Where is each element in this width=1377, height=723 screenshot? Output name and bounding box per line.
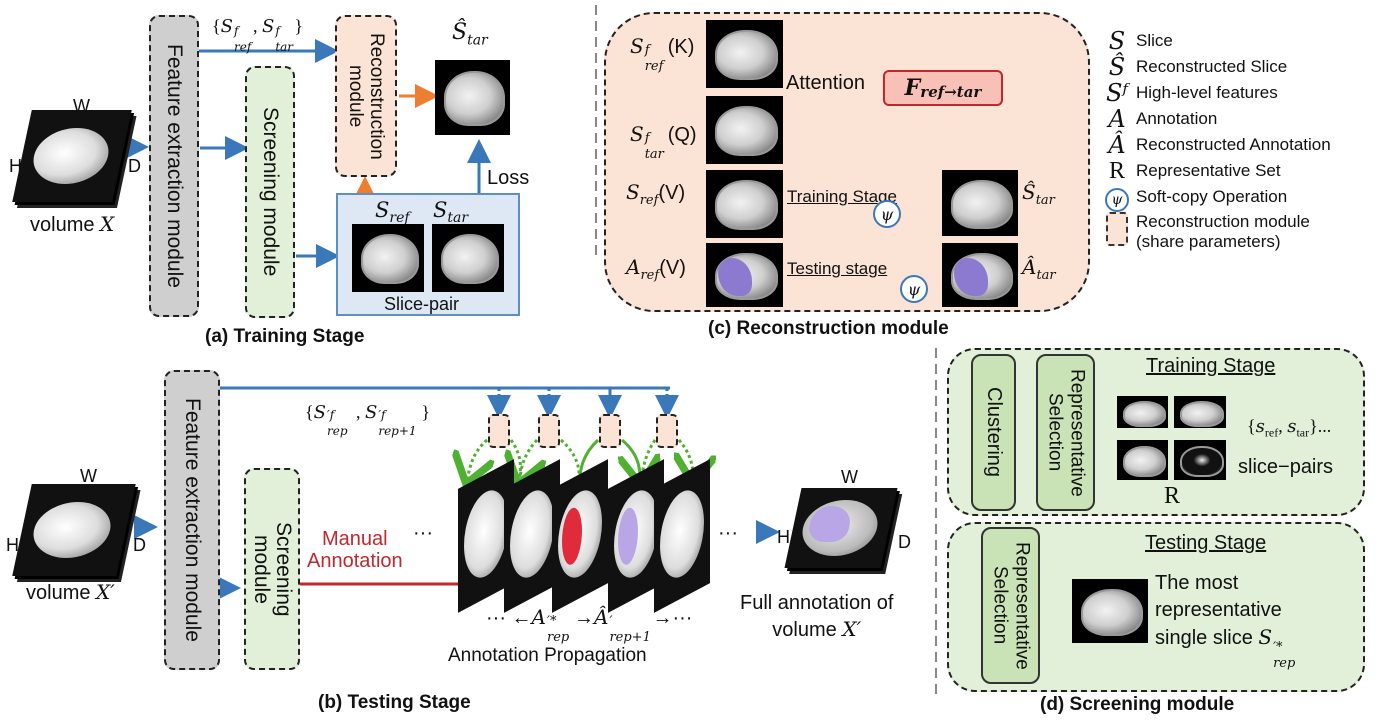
flow-field-sub: ref→tar [920, 83, 982, 101]
ct-image-a-hat-out [942, 243, 1018, 307]
ellipsis-right: ··· [718, 522, 738, 544]
caption-c: (c) Reconstruction module [708, 318, 949, 339]
mini-reconstruction-module-4[interactable] [656, 414, 678, 448]
ellipsis-left: ··· [413, 522, 433, 544]
ct-image-s-tar-a [432, 224, 504, 292]
ct-slice-image [28, 128, 114, 184]
ct-image-key [706, 20, 783, 88]
r-slice-4 [1174, 440, 1226, 480]
attention-label: Attention [786, 72, 865, 94]
ct-image-s-hat-out [942, 170, 1018, 236]
prop-arc-4a [640, 439, 657, 481]
r-slice-3 [1117, 440, 1168, 480]
ct-image-annotation-ref [706, 243, 783, 307]
caption-d: (d) Screening module [1040, 694, 1235, 715]
reconstruction-module-a[interactable]: Reconstruction module [335, 15, 397, 177]
volume-x-label: volume X [30, 212, 114, 237]
caption-a: (a) Training Stage [205, 326, 365, 347]
ct-volume-a [12, 110, 132, 202]
mini-reconstruction-module-3[interactable] [599, 414, 621, 448]
liver-annotation-purple-out [954, 258, 988, 296]
ct-volume-annotated [784, 488, 898, 568]
value-label: Sref(V) [626, 180, 686, 208]
r-slice-1 [1117, 396, 1168, 428]
caption-b: (b) Testing Stage [318, 692, 471, 713]
loss-label: Loss [487, 167, 530, 189]
feature-extraction-module-b[interactable]: Feature extraction module [164, 370, 220, 670]
ct-slice-image [28, 502, 116, 558]
screening-training-panel [947, 348, 1365, 516]
ct-image-s-ref-a [352, 224, 424, 292]
screening-label: Screening module [259, 107, 282, 277]
ct-image-s-hat-tar [435, 60, 510, 135]
reconstruction-module-icon [1106, 211, 1128, 246]
a-hat-tar-out-label: Âtar [1022, 255, 1056, 283]
panel-a: W H D volume X Feature extraction module… [0, 0, 590, 347]
most-representative-label: The most representative single slice S′*… [1155, 572, 1296, 671]
prop-arc-2b [559, 438, 581, 481]
output-width-label: W [841, 467, 858, 487]
ct-image-query [706, 96, 783, 164]
most-representative-slice-image [1072, 579, 1148, 643]
volume-depth-label-b: D [133, 535, 146, 555]
training-stage-label-d: Training Stage [1146, 355, 1276, 377]
pair-formula: {sref, star}... [1247, 416, 1332, 440]
flow-field-label: F [904, 75, 921, 101]
screening-module-b[interactable]: Screening module [244, 468, 300, 670]
volume-label: volume [30, 214, 95, 236]
soft-copy-op-train[interactable]: ψ [873, 200, 901, 228]
ct-volume-b [12, 484, 136, 576]
s-hat-tar-label: Ŝtar [452, 20, 488, 49]
s-tar-label-a: Star [433, 198, 469, 227]
representative-set-label: R [1164, 483, 1181, 509]
legend-item-reconstruction-module: Reconstruction module(share parameters) [1098, 210, 1377, 254]
volume-var: X [100, 212, 115, 236]
ct-image-value [706, 170, 783, 238]
annotation-propagation-label: Annotation Propagation [448, 645, 647, 666]
propagation-formula: ··· ←A′*rep→Â′rep+1→··· [486, 605, 693, 645]
slice-pair-label: Slice-pair [384, 294, 460, 314]
mini-reconstruction-module-2[interactable] [538, 414, 560, 448]
reconstruction-label: Reconstruction module [345, 32, 387, 160]
testing-stage-label-c: Testing stage [787, 259, 888, 278]
slice-pairs-label: slice−pairs [1238, 456, 1334, 478]
soft-copy-op-test[interactable]: ψ [900, 275, 928, 303]
liver-annotation-purple [718, 258, 752, 296]
volume-width-label-b: W [80, 466, 97, 486]
output-depth-label: D [898, 532, 911, 552]
feature-extraction-label: Feature extraction module [163, 44, 186, 288]
volume-depth-label: D [128, 156, 141, 176]
s-ref-label-a: Sref [375, 198, 410, 227]
annotation-value-label: Aref(V) [626, 255, 686, 283]
feature-extraction-module-a[interactable]: Feature extraction module [149, 15, 199, 317]
mini-reconstruction-module-1[interactable] [488, 414, 510, 448]
clustering-block[interactable]: Clustering [971, 354, 1016, 511]
psi-icon: ψ [1105, 187, 1129, 212]
training-stage-label-c: Training Stage [787, 187, 897, 206]
testing-stage-label-d: Testing Stage [1145, 532, 1267, 554]
output-height-label: H [777, 527, 790, 547]
screening-module-a[interactable]: Screening module [245, 66, 295, 318]
s-hat-tar-out-label: Ŝtar [1022, 180, 1055, 208]
r-slice-2 [1174, 396, 1226, 428]
volume-height-label-b: H [6, 535, 19, 555]
volume-x-prime-label: volume X′ [26, 580, 115, 604]
